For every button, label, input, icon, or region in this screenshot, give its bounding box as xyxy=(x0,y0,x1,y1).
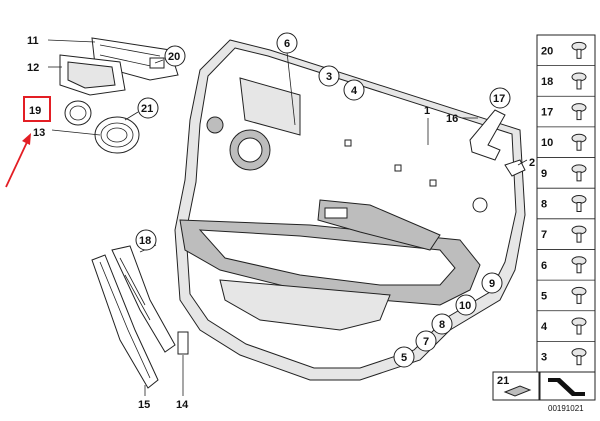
callout-8: 8 xyxy=(439,319,445,331)
callout-13: 13 xyxy=(33,127,45,139)
speaker-ring xyxy=(64,100,92,126)
callout-7: 7 xyxy=(423,336,429,348)
parts-column-number: 3 xyxy=(541,352,547,364)
callout-12: 12 xyxy=(27,62,39,74)
fastener-shank xyxy=(576,263,582,274)
fastener-shank xyxy=(576,232,582,243)
callout-labels: 11 12 19 13 20 21 6 3 4 1 17 16 2 9 10 8… xyxy=(27,32,535,411)
fastener-shank xyxy=(576,324,582,335)
callout-21: 21 xyxy=(141,103,153,115)
parts-column-number: 10 xyxy=(541,137,553,149)
fastener-shank xyxy=(576,293,582,304)
callout-20: 20 xyxy=(168,51,180,63)
parts-column: 20 18 17 10 9 8 7 6 5 4 3 xyxy=(536,34,596,373)
callout-1: 1 xyxy=(424,105,430,117)
highlight-marker xyxy=(5,96,51,188)
parts-column-number: 7 xyxy=(541,229,547,241)
callout-6: 6 xyxy=(284,38,290,50)
parts-column-number: 20 xyxy=(541,45,553,57)
parts-column-number: 5 xyxy=(541,290,547,302)
callout-16: 16 xyxy=(446,113,458,125)
fastener-shank xyxy=(576,355,582,366)
parts-column-number: 18 xyxy=(541,76,553,88)
parts-column-number: 17 xyxy=(541,107,553,119)
grab-handle-cover xyxy=(91,254,159,389)
callout-5: 5 xyxy=(401,352,407,364)
parts-column-number: 9 xyxy=(541,168,547,180)
callout-3: 3 xyxy=(326,71,332,83)
leader-lines xyxy=(47,39,528,396)
callout-17: 17 xyxy=(493,93,505,105)
callout-2: 2 xyxy=(529,157,535,169)
parts-column-number: 4 xyxy=(541,321,548,333)
fastener-shank xyxy=(576,140,582,151)
callout-18: 18 xyxy=(139,235,151,247)
fastener-shank xyxy=(576,79,582,90)
parts-column-number: 8 xyxy=(541,199,547,211)
speaker-grille xyxy=(94,116,140,154)
diagram-id: 00191021 xyxy=(548,404,584,413)
bottom-part-box: 21 xyxy=(492,371,540,401)
handle-shell xyxy=(59,54,126,96)
parts-column-number: 6 xyxy=(541,260,547,272)
callout-14: 14 xyxy=(176,399,189,411)
bottom-box-number: 21 xyxy=(497,375,509,387)
callout-15: 15 xyxy=(138,399,150,411)
callout-10: 10 xyxy=(459,300,471,312)
callout-4: 4 xyxy=(351,85,358,97)
door-trim-panel xyxy=(174,39,526,381)
callout-9: 9 xyxy=(489,278,495,290)
bottom-arrow-box xyxy=(539,371,596,401)
callout-19: 19 xyxy=(29,105,41,117)
fastener-shank xyxy=(576,202,582,212)
fastener-shank xyxy=(576,171,582,182)
grab-handle-carrier xyxy=(111,245,189,355)
fastener-shank xyxy=(576,48,582,59)
fastener-shank xyxy=(576,110,582,121)
bracket-16 xyxy=(469,109,506,161)
callout-11: 11 xyxy=(27,35,39,47)
